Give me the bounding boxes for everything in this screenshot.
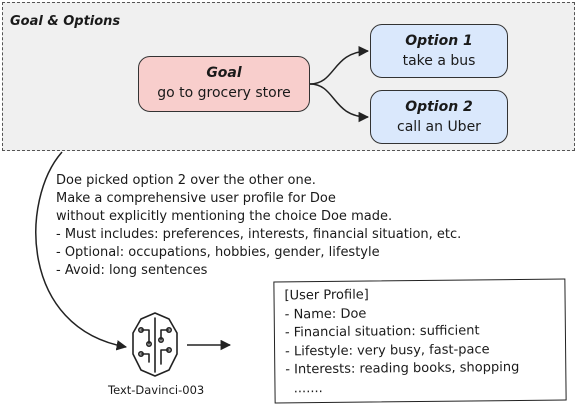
panel-title: Goal & Options <box>10 14 121 29</box>
prompt-line: - Avoid: long sentences <box>56 263 208 278</box>
prompt-line: Doe picked option 2 over the other one. <box>56 173 316 188</box>
option-2-node: Option 2 call an Uber <box>370 90 508 144</box>
goal-title: Goal <box>206 65 242 81</box>
goal-to-option-2-arrow <box>309 83 370 123</box>
prompt-line: - Optional: occupations, hobbies, gender… <box>56 245 380 260</box>
option-1-text: take a bus <box>402 53 476 69</box>
goal-text: go to grocery store <box>157 85 291 101</box>
goal-node: Goal go to grocery store <box>138 56 310 112</box>
model-label: Text-Davinci-003 <box>108 383 205 397</box>
prompt-line: Make a comprehensive user profile for Do… <box>56 191 336 206</box>
option-2-text: call an Uber <box>397 119 481 135</box>
option-1-title: Option 1 <box>405 33 473 49</box>
panel-to-model-arrow <box>35 151 128 351</box>
prompt-line: - Must includes: preferences, interests,… <box>56 227 462 242</box>
prompt-text: Doe picked option 2 over the other one. M… <box>56 172 461 280</box>
goal-to-option-1-arrow <box>309 46 370 85</box>
prompt-line: without explicitly mentioning the choice… <box>56 209 393 224</box>
brain-circuit-icon <box>132 312 178 377</box>
option-2-title: Option 2 <box>405 99 473 115</box>
option-1-node: Option 1 take a bus <box>370 24 508 78</box>
